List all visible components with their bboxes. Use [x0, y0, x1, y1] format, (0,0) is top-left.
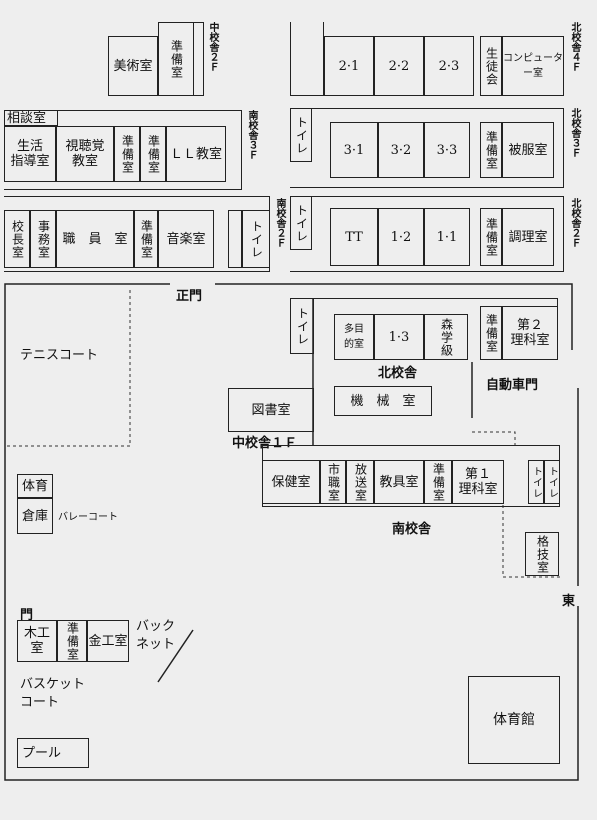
science-room-1: 第１ 理科室 — [452, 460, 504, 504]
mid-1f-label: 中校舎１Ｆ — [232, 436, 298, 451]
n3-toilet: トイレ — [290, 108, 312, 162]
music-room: 音楽室 — [158, 210, 214, 268]
floor-label-south-2f: 南校舎２Ｆ — [274, 198, 285, 248]
cooking-room: 調理室 — [502, 208, 554, 266]
backnet-line — [157, 629, 194, 683]
machine-room: 機 械 室 — [334, 386, 432, 416]
woodwork-room: 木工室 — [17, 620, 57, 662]
gymnasium: 体育館 — [468, 676, 560, 764]
n3-frame — [290, 108, 564, 188]
science-prep-room: 準備室 — [480, 306, 502, 360]
s3-prep-room-2: 準備室 — [140, 126, 166, 182]
n1-toilet: トイレ — [290, 298, 314, 354]
city-staff-room: 市職室 — [320, 460, 346, 504]
s1-toilet-a: トイレ — [528, 460, 544, 504]
s3-prep-room-1: 準備室 — [114, 126, 140, 182]
workshop-prep-room: 準備室 — [57, 620, 87, 662]
path-dashed-1 — [472, 431, 516, 445]
n3-prep-room: 準備室 — [480, 122, 502, 178]
basketball-court-label: バスケット コート — [20, 677, 86, 710]
class-1-3: 1·3 — [374, 314, 424, 360]
guidance-room: 生活 指導室 — [4, 126, 56, 182]
class-3-1: 3·1 — [330, 122, 378, 178]
n2-frame — [290, 196, 564, 272]
student-council-room: 生徒会 — [480, 36, 502, 96]
floor-label-mid-2f: 中校舎２Ｆ — [207, 22, 218, 72]
car-gate-label: 自動車門 — [486, 378, 539, 393]
floor-label-north-4f: 北校舎４Ｆ — [569, 22, 580, 72]
science-room-2: 第２ 理科室 — [502, 306, 558, 360]
health-room: 保健室 — [262, 460, 320, 504]
class-3-2: 3·2 — [378, 122, 424, 178]
boundary-north-east — [215, 283, 573, 350]
s3-corridor — [4, 110, 242, 190]
mid2-annex — [194, 22, 204, 96]
clothing-room: 被服室 — [502, 122, 554, 178]
forest-class: 森学級 — [424, 314, 468, 360]
n4-corridor — [290, 22, 324, 96]
class-3-3: 3·3 — [424, 122, 470, 178]
metalwork-room: 金工室 — [87, 620, 129, 662]
clerical-office: 事務室 — [30, 210, 56, 268]
main-gate-label: 正門 — [176, 289, 203, 304]
principal-room: 校長室 — [4, 210, 30, 268]
s2-prep-room: 準備室 — [134, 210, 158, 268]
pool: プール — [17, 738, 89, 768]
multipurpose-room: 多目 的室 — [334, 314, 374, 360]
floor-label-north-3f: 北校舎３Ｆ — [569, 108, 580, 158]
floor-label-south-3f: 南校舎３Ｆ — [246, 110, 257, 160]
east-gate-label: 東 — [562, 594, 576, 609]
tennis-court-label: テニスコート — [20, 348, 99, 363]
class-2-3: 2·3 — [424, 36, 474, 96]
av-classroom: 視聴覚 教室 — [56, 126, 114, 182]
broadcast-room: 放送室 — [346, 460, 374, 504]
n2-toilet: トイレ — [290, 196, 312, 250]
path-dashed-2 — [502, 505, 560, 578]
s1-toilet-b: トイレ — [544, 460, 560, 504]
art-prep-room: 準備室 — [158, 22, 194, 96]
backnet-label: バック ネット — [136, 619, 176, 652]
gym-storage-top: 体育 — [17, 474, 53, 498]
s2-toilet: トイレ — [242, 210, 270, 268]
gym-storage-bottom: 倉庫 — [17, 498, 53, 534]
class-1-1: 1·1 — [424, 208, 470, 266]
class-2-2: 2·2 — [374, 36, 424, 96]
s1-prep-room: 準備室 — [424, 460, 452, 504]
art-room: 美術室 — [108, 36, 158, 96]
ll-classroom: ＬＬ教室 — [166, 126, 226, 182]
teaching-tools-room: 教具室 — [374, 460, 424, 504]
class-1-2: 1·2 — [378, 208, 424, 266]
tennis-court-outline — [5, 290, 131, 447]
boundary-north-west — [4, 283, 579, 781]
north-building-label: 北校舎 — [378, 366, 418, 381]
computer-room: コンピューター室 — [502, 36, 564, 96]
s2-gap — [228, 210, 242, 268]
west-gate-label: 門 — [20, 608, 34, 623]
n2-prep-room: 準備室 — [480, 208, 502, 266]
library: 図書室 — [228, 388, 314, 432]
staff-room: 職 員 室 — [56, 210, 134, 268]
south-building-label: 南校舎 — [392, 522, 432, 537]
floor-label-north-2f: 北校舎２Ｆ — [569, 198, 580, 248]
class-2-1: 2·1 — [324, 36, 374, 96]
tt-room: TT — [330, 208, 378, 266]
volleyball-court-label: バレーコート — [58, 512, 118, 523]
martial-arts-room: 格技室 — [525, 532, 559, 576]
